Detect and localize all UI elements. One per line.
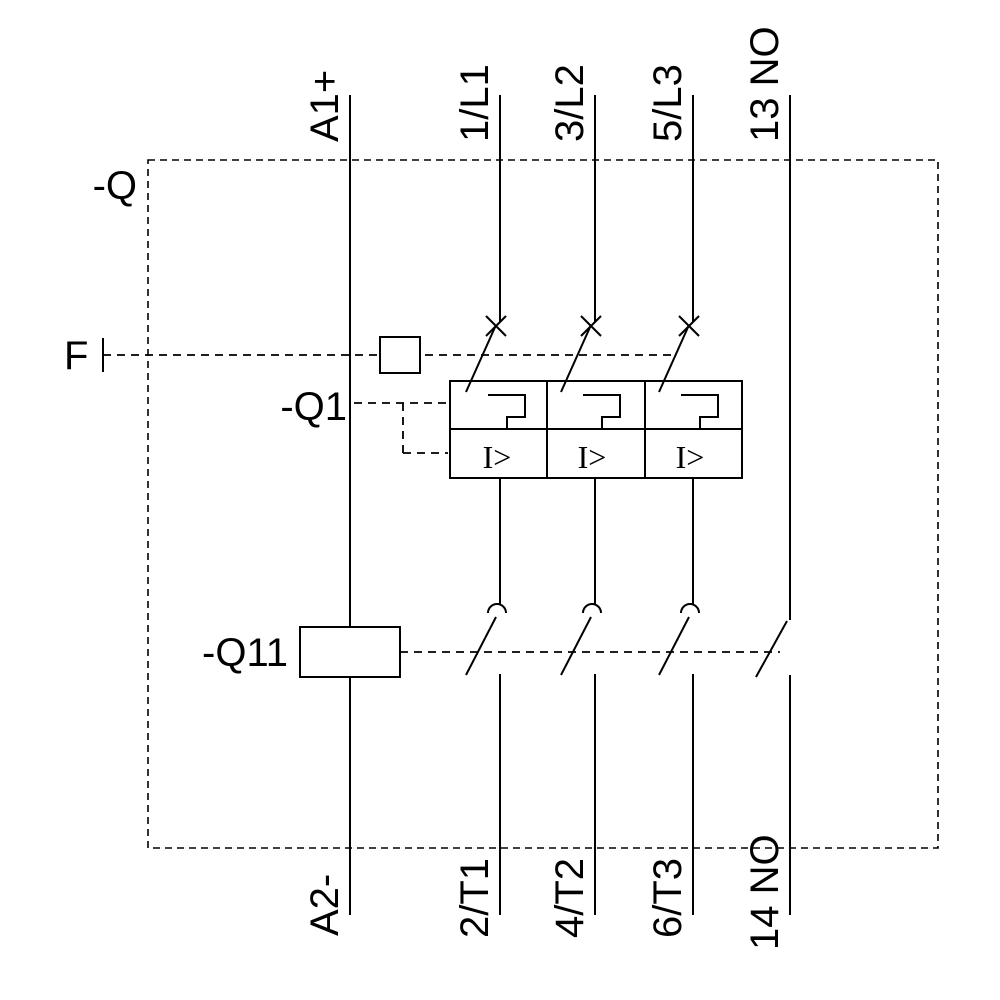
contactor-contact-arc [487, 603, 507, 614]
pole-1 [465, 95, 507, 915]
contactor-contact-blade [465, 616, 497, 676]
overcurrent-symbol: I> [483, 439, 512, 475]
pole-3 [658, 95, 700, 915]
terminal-label-6t3: 6/T3 [646, 858, 690, 938]
pole-2 [560, 95, 602, 915]
terminal-label-13no: 13 NO [743, 26, 787, 142]
manual-trip-label: F [64, 334, 88, 378]
protector-label: -Q1 [280, 385, 347, 429]
terminal-label-5l3: 5/L3 [646, 64, 690, 142]
contactor-coil-box [299, 626, 401, 678]
contactor-contact-blade [560, 616, 592, 676]
latch-mechanism-icon [681, 394, 719, 429]
enclosure-label: -Q [93, 164, 137, 208]
contactor-contact-arc [680, 603, 700, 614]
aux-contact-13-14 [755, 95, 791, 915]
contactor-contact-arc [582, 603, 602, 614]
protector-linkage [354, 402, 448, 454]
terminal-label-a2: A2- [303, 874, 347, 936]
manual-operator-square [379, 336, 421, 374]
terminal-label-3l2: 3/L2 [548, 64, 592, 142]
contactor-contact-blade [658, 616, 690, 676]
terminal-label-2t1: 2/T1 [453, 858, 497, 938]
protector-trip-unit-box [449, 380, 743, 479]
terminal-label-14no: 14 NO [743, 834, 787, 950]
aux-contact-blade [755, 620, 788, 678]
terminal-label-1l1: 1/L1 [453, 64, 497, 142]
overcurrent-symbol: I> [578, 439, 607, 475]
terminal-label-a1: A1+ [303, 70, 347, 142]
contactor-label: -Q11 [202, 631, 288, 675]
overcurrent-symbol: I> [676, 439, 705, 475]
enclosure-border [147, 159, 939, 849]
latch-mechanism-icon [488, 394, 526, 429]
terminal-label-4t2: 4/T2 [548, 858, 592, 938]
latch-mechanism-icon [583, 394, 621, 429]
